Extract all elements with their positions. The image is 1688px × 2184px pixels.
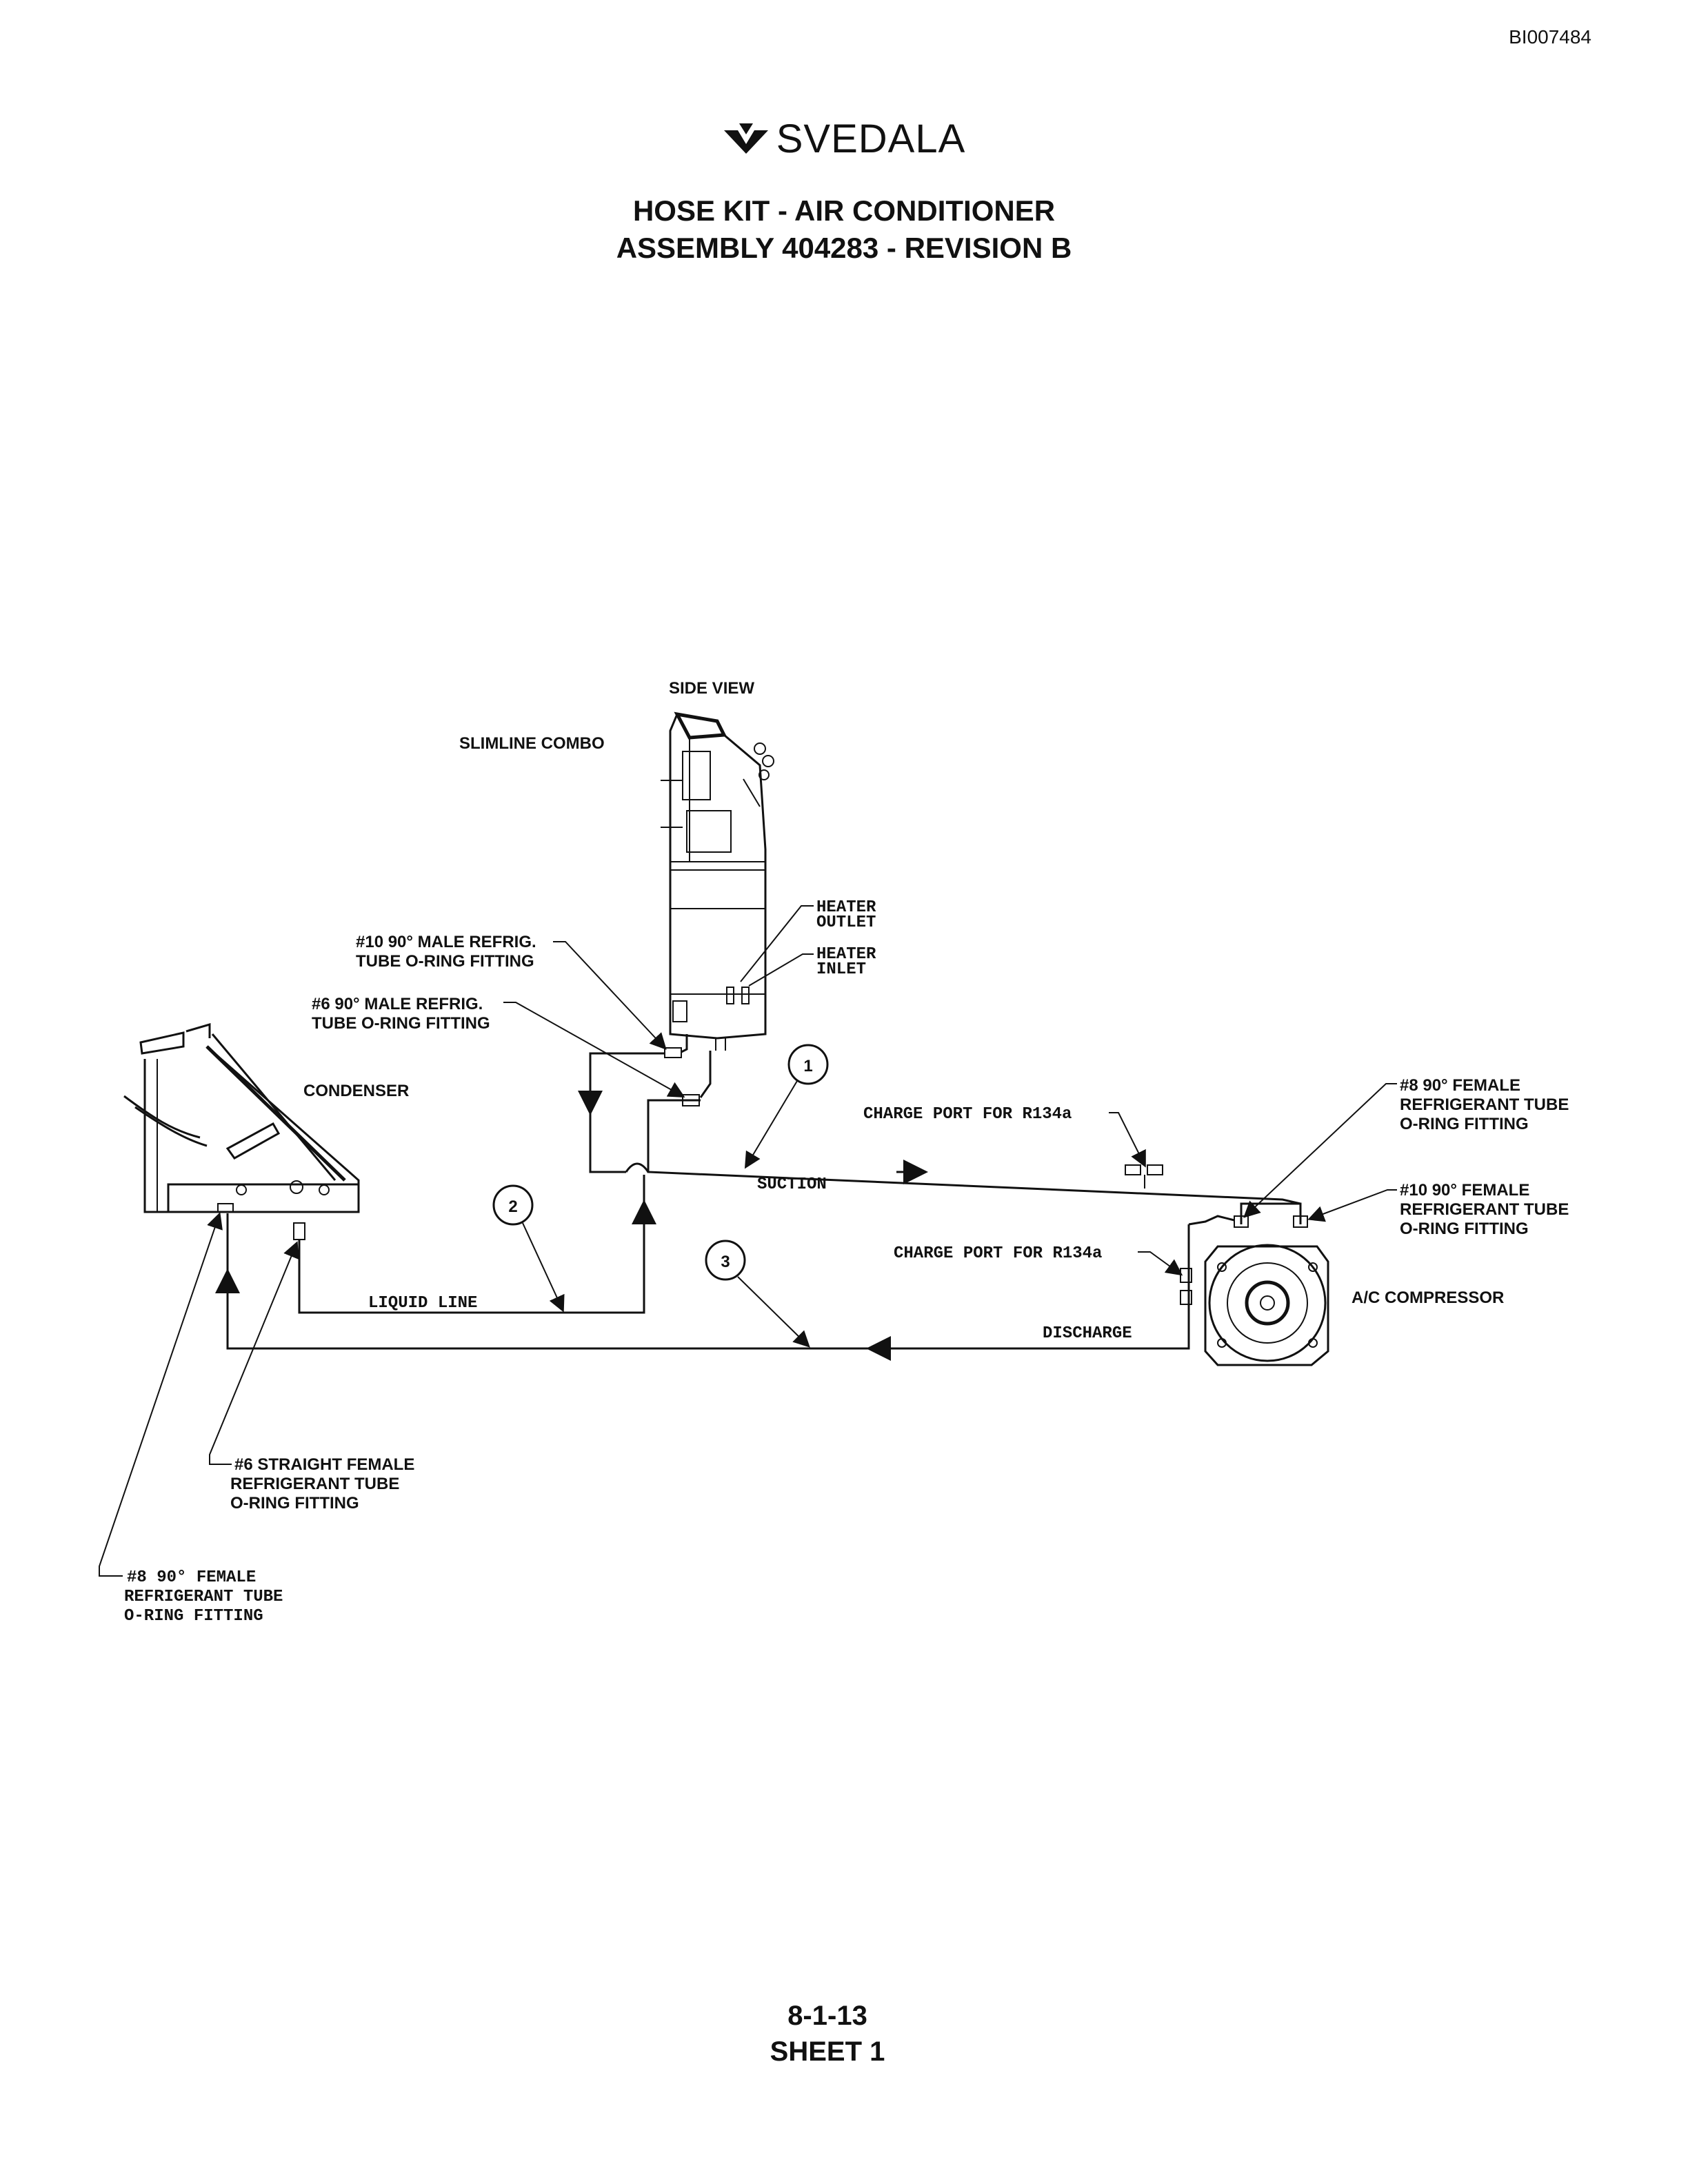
liquid-line <box>298 1175 645 1314</box>
sheet-number: SHEET 1 <box>770 2036 885 2067</box>
charge-port-suction-label: CHARGE PORT FOR R134a <box>863 1105 1072 1124</box>
suction-return-line <box>589 1052 665 1173</box>
callout-1: 1 <box>744 1044 829 1169</box>
suction-label: SUCTION <box>757 1175 827 1194</box>
ac-compressor-label: A/C COMPRESSOR <box>1352 1288 1504 1307</box>
liquid-line-label: LIQUID LINE <box>368 1294 477 1313</box>
charge-port-discharge-label: CHARGE PORT FOR R134a <box>894 1244 1102 1263</box>
fitting-10-male-icon <box>664 1047 682 1058</box>
svg-text:3: 3 <box>721 1253 730 1271</box>
brand-name: SVEDALA <box>776 117 966 161</box>
page-number: 8-1-13 <box>787 2001 867 2031</box>
discharge-label: DISCHARGE <box>1043 1324 1132 1343</box>
title-line-1: HOSE KIT - AIR CONDITIONER <box>632 194 1056 227</box>
brand-logo: SVEDALA <box>0 116 1688 165</box>
title-line-2: ASSEMBLY 404283 - REVISION B <box>616 232 1072 264</box>
suction-charge-port-icon <box>1125 1164 1141 1175</box>
heater-outlet-leader <box>740 905 814 982</box>
slimline-combo-unit <box>661 711 774 1051</box>
condenser-label: CONDENSER <box>303 1082 409 1100</box>
slimline-combo-label: SLIMLINE COMBO <box>459 734 605 753</box>
heater-inlet-leader <box>748 953 814 987</box>
fitting-6-male-label: #6 90° MALE REFRIG.TUBE O-RING FITTING <box>312 995 490 1033</box>
svg-text:2: 2 <box>508 1197 517 1216</box>
condenser-unit <box>123 1022 360 1240</box>
document-id: BI007484 <box>1509 26 1591 48</box>
callout-3: 3 <box>705 1240 810 1348</box>
side-view-label: SIDE VIEW <box>669 679 754 698</box>
discharge-charge-port-icon <box>1180 1268 1192 1283</box>
fitting-10-male-label: #10 90° MALE REFRIG.TUBE O-RING FITTING <box>356 933 536 971</box>
svg-text:1: 1 <box>803 1057 812 1075</box>
svedala-logo-icon <box>723 119 771 165</box>
callout-2: 2 <box>492 1184 565 1313</box>
ac-compressor-unit <box>1204 1202 1329 1366</box>
